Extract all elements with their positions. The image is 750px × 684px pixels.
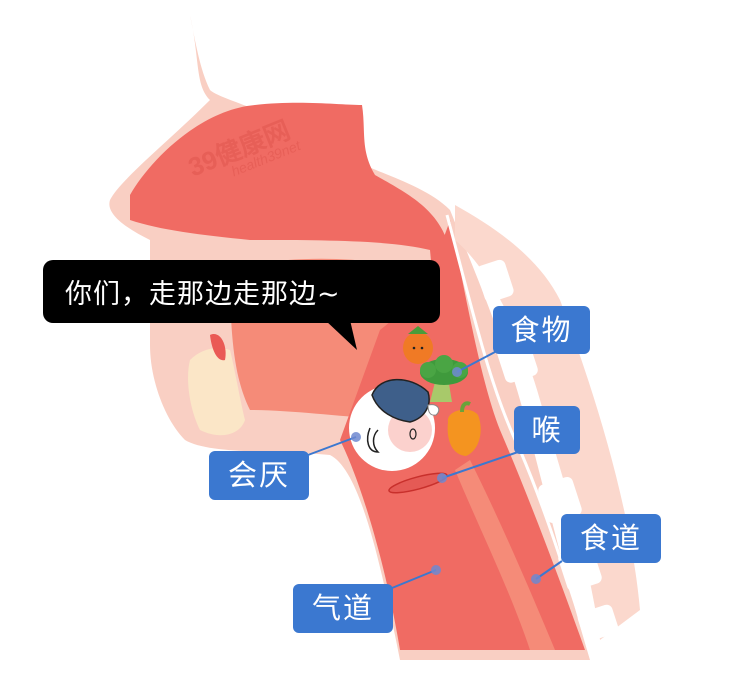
pepper-character xyxy=(447,401,481,456)
larynx-ring xyxy=(388,472,448,494)
leader-dots xyxy=(351,367,541,584)
label-epiglottis-text: 会厌 xyxy=(227,458,290,492)
label-esophagus-text: 食道 xyxy=(579,521,642,555)
chin xyxy=(188,348,245,436)
nasal-cavity xyxy=(130,102,454,361)
speech-bubble-text: 你们，走那边走那边~ xyxy=(65,279,341,310)
label-food-text: 食物 xyxy=(510,312,573,347)
label-esophagus: 食道 xyxy=(561,514,661,563)
esophagus-stripe xyxy=(455,460,555,650)
tomato-character xyxy=(403,326,433,364)
label-larynx: 喉 xyxy=(514,406,580,454)
speech-bubble: 你们，走那边走那边~ xyxy=(43,260,440,323)
label-trachea-text: 气道 xyxy=(311,591,374,625)
label-food: 食物 xyxy=(493,306,590,354)
leader-lines xyxy=(307,351,563,589)
epiglottis-hat xyxy=(371,378,430,423)
label-trachea: 气道 xyxy=(293,584,393,633)
speech-bubble-tail xyxy=(325,320,357,350)
label-larynx-text: 喉 xyxy=(531,412,563,447)
label-epiglottis: 会厌 xyxy=(209,451,309,500)
lips xyxy=(210,334,226,361)
epiglottis-nose xyxy=(366,427,380,453)
broccoli-character xyxy=(420,355,468,402)
